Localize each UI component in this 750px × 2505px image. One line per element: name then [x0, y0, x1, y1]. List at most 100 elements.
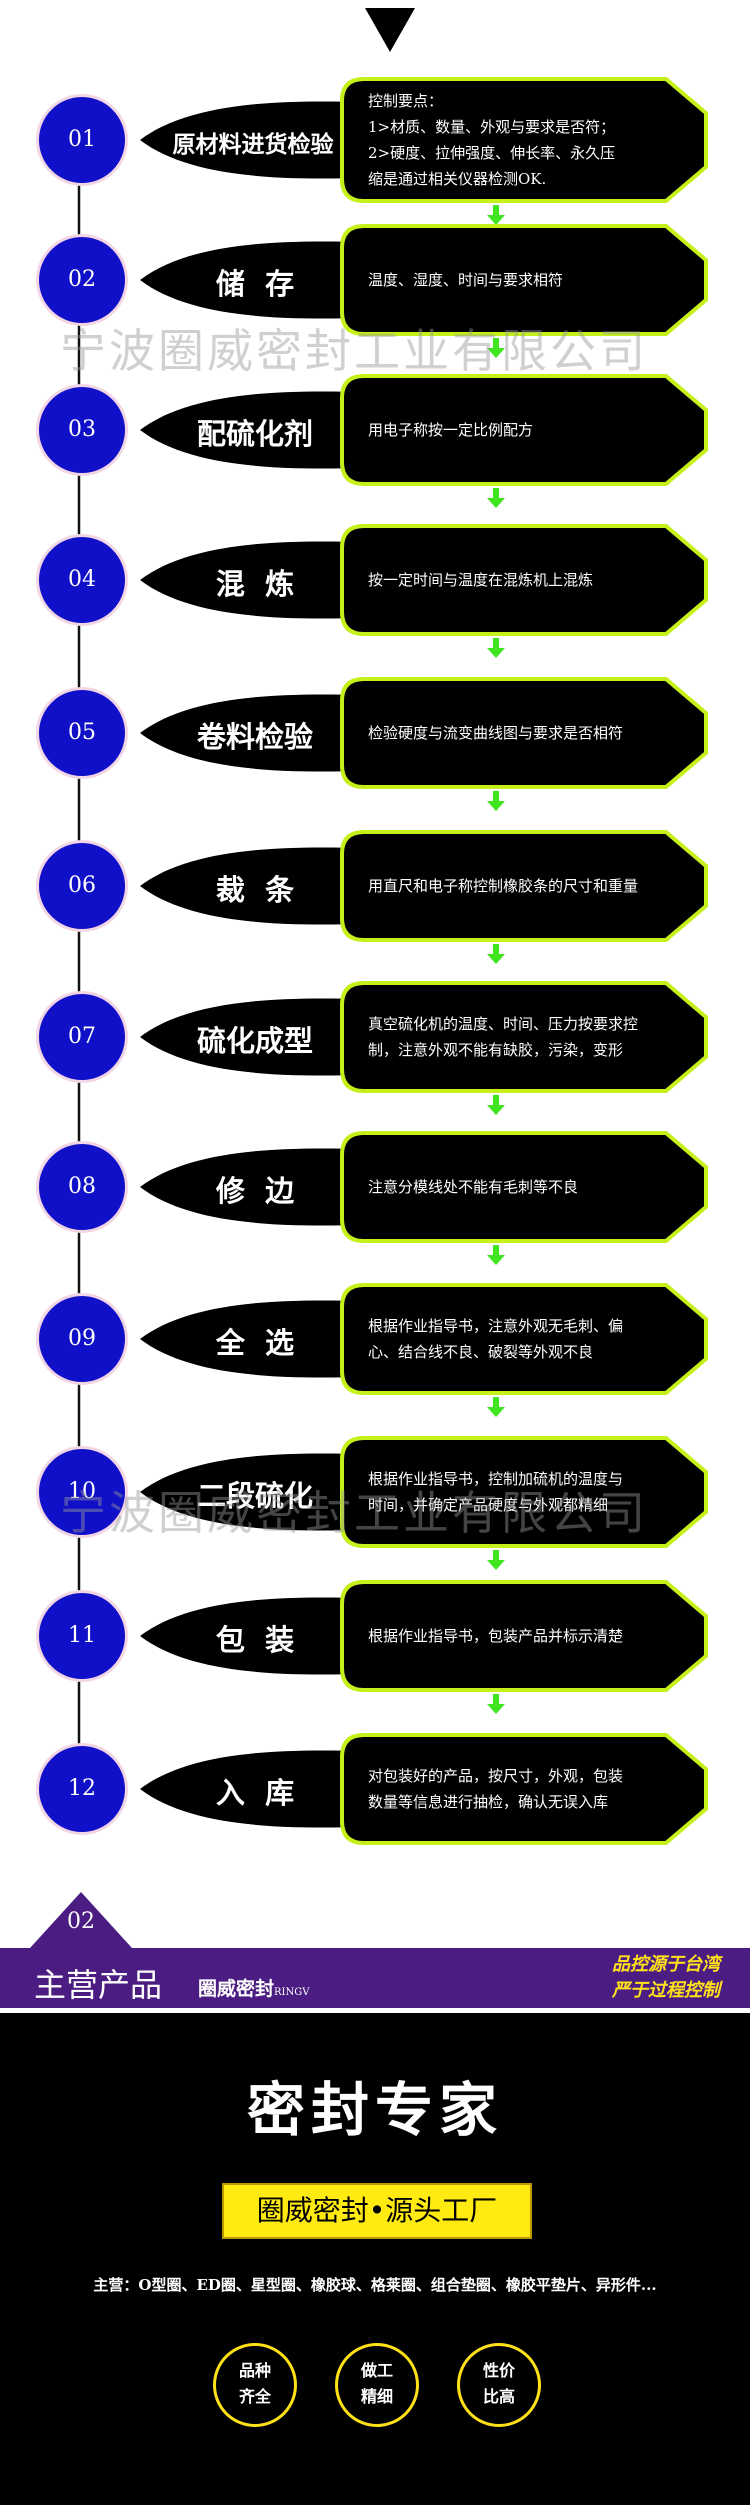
process-step: 12 入 库 对包装好的产品，按尺寸，外观，包装数量等信息进行抽检，确认无误入库	[0, 1724, 750, 1854]
step-ribbon	[140, 391, 360, 469]
promo-tag-line2: 严于过程控制	[612, 1980, 720, 2001]
step-description-line: 用直尺和电子称控制橡胶条的尺寸和重量	[368, 877, 639, 895]
feature-variety: 品种 齐全	[213, 2343, 297, 2427]
step-down-arrow-icon	[487, 1095, 505, 1115]
step-description-line: 用电子称按一定比例配方	[368, 421, 534, 439]
step-ribbon	[140, 241, 360, 319]
step-description-line: 根据作业指导书，包装产品并标示清楚	[368, 1627, 624, 1645]
section-header-bar	[0, 1948, 750, 2008]
feature-workmanship: 做工 精细	[335, 2343, 419, 2427]
step-ribbon	[140, 541, 360, 619]
step-number-badge: 05	[36, 687, 128, 779]
step-ribbon	[140, 694, 360, 772]
step-down-arrow-icon	[487, 338, 505, 358]
step-desc-card	[340, 77, 708, 203]
step-ribbon	[140, 998, 360, 1076]
step-down-arrow-icon	[487, 638, 505, 658]
step-down-arrow-icon	[487, 791, 505, 811]
step-description-line: 注意分模线处不能有毛刺等不良	[368, 1178, 579, 1196]
step-description: 根据作业指导书，控制加硫机的温度与时间，并确定产品硬度与外观都精细	[368, 1466, 698, 1518]
step-title: 原材料进货检验	[172, 131, 334, 158]
step-desc-card	[340, 524, 708, 636]
step-description: 温度、湿度、时间与要求相符	[368, 267, 698, 293]
step-down-arrow-icon	[487, 205, 505, 225]
step-description: 注意分模线处不能有毛刺等不良	[368, 1174, 698, 1200]
hero-title: 密封专家	[246, 2076, 503, 2144]
step-ribbon	[140, 1300, 360, 1378]
step-down-arrow-icon	[487, 1694, 505, 1714]
watermark-lower: 宁波圈威密封工业有限公司	[60, 1486, 648, 1540]
step-desc-card	[340, 1283, 708, 1395]
step-title: 包 装	[215, 1623, 295, 1657]
step-description: 按一定时间与温度在混炼机上混炼	[368, 567, 698, 593]
step-title: 硫化成型	[196, 1024, 313, 1058]
brand-name: 圈威密封	[198, 1978, 275, 2000]
step-description-line: 按一定时间与温度在混炼机上混炼	[368, 571, 594, 589]
step-description-line: 检验硬度与流变曲线图与要求是否相符	[368, 724, 624, 742]
step-ribbon	[140, 1148, 360, 1226]
step-description: 真空硫化机的温度、时间、压力按要求控制，注意外观不能有缺胶，污染，变形	[368, 1011, 698, 1063]
step-ribbon	[140, 1597, 360, 1675]
step-description-line: 对包装好的产品，按尺寸，外观，包装	[368, 1767, 624, 1785]
step-number-badge: 04	[36, 534, 128, 626]
step-description-line: 心、结合线不良、破裂等外观不良	[368, 1343, 594, 1361]
step-description: 用直尺和电子称控制橡胶条的尺寸和重量	[368, 873, 698, 899]
step-desc-card	[340, 1131, 708, 1243]
section-title: 主营产品	[34, 1966, 163, 2004]
feature-workmanship-line2: 精细	[360, 2387, 393, 2406]
step-title: 全 选	[215, 1326, 295, 1360]
section-number-triangle	[30, 1892, 132, 1948]
step-down-arrow-icon	[487, 1397, 505, 1417]
brand-name-latin: RINGV	[274, 1987, 310, 1998]
step-description: 检验硬度与流变曲线图与要求是否相符	[368, 720, 698, 746]
step-description: 用电子称按一定比例配方	[368, 417, 698, 443]
feature-value-line2: 比高	[482, 2387, 515, 2406]
step-ribbon	[140, 1453, 360, 1531]
step-title: 入 库	[215, 1776, 295, 1810]
top-marker-icon	[365, 8, 415, 52]
step-ribbon	[140, 101, 360, 179]
process-step: 11 包 装 根据作业指导书，包装产品并标示清楚	[0, 1571, 750, 1701]
step-title: 二段硫化	[196, 1479, 313, 1513]
step-down-arrow-icon	[487, 488, 505, 508]
step-ribbon	[140, 847, 360, 925]
section-subtitle: 圈威密封RINGV	[198, 1974, 309, 2001]
step-desc-card	[340, 224, 708, 336]
product-list: 主营：O型圈、ED圈、星型圈、橡胶球、格莱圈、组合垫圈、橡胶平垫片、异形件...	[93, 2276, 657, 2294]
step-number-badge: 01	[36, 94, 128, 186]
step-description: 根据作业指导书，包装产品并标示清楚	[368, 1623, 698, 1649]
step-title: 裁 条	[215, 873, 295, 907]
step-title: 混 炼	[215, 567, 295, 601]
step-number-badge: 06	[36, 840, 128, 932]
step-description-line: 数量等信息进行抽检，确认无误入库	[368, 1793, 609, 1811]
step-description-line: 根据作业指导书，注意外观无毛刺、偏	[368, 1317, 624, 1335]
step-description-line: 缩是通过相关仪器检测OK.	[368, 170, 547, 188]
feature-variety-line2: 齐全	[238, 2387, 271, 2406]
main-products-section: 02 主营产品 圈威密封RINGV 品控源于台湾 严于过程控制 密封专家 圈威密…	[0, 1888, 750, 2505]
step-down-arrow-icon	[487, 1550, 505, 1570]
step-number-badge: 11	[36, 1590, 128, 1682]
step-ribbon	[140, 1750, 360, 1828]
step-description-line: 时间，并确定产品硬度与外观都精细	[368, 1496, 609, 1514]
feature-workmanship-line1: 做工	[360, 2361, 393, 2380]
step-desc-card	[340, 830, 708, 942]
step-description: 对包装好的产品，按尺寸，外观，包装数量等信息进行抽检，确认无误入库	[368, 1763, 698, 1815]
watermark-upper: 宁波圈威密封工业有限公司	[60, 324, 648, 378]
step-description-line: 真空硫化机的温度、时间、压力按要求控	[368, 1015, 639, 1033]
process-flow-graphics	[77, 8, 708, 1845]
step-desc-card	[340, 677, 708, 789]
step-number-badge: 12	[36, 1743, 128, 1835]
step-desc-card	[340, 1436, 708, 1548]
step-description-line: 制，注意外观不能有缺胶，污染，变形	[368, 1041, 624, 1059]
step-title: 配硫化剂	[196, 417, 313, 451]
step-description-line: 温度、湿度、时间与要求相符	[368, 271, 564, 289]
